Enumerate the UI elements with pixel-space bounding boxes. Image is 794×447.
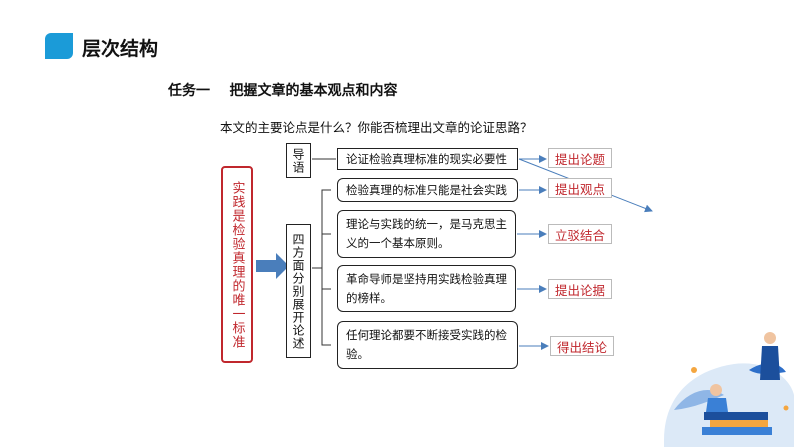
decor-book — [702, 427, 772, 435]
role-tag: 提出观点 — [548, 178, 612, 198]
node-text: 任何理论都要不断接受实践的检验。 — [346, 328, 507, 361]
node-text: 论证检验真理标准的现实必要性 — [346, 151, 507, 166]
decor-book — [704, 412, 768, 420]
intro-box: 导语 — [286, 143, 311, 178]
aspects-box: 四方面分别展开论述 — [286, 224, 311, 358]
section-icon — [45, 33, 73, 59]
node-text: 理论与实践的统一，是马克思主义的一个基本原则。 — [346, 217, 507, 250]
task-title: 任务一 把握文章的基本观点和内容 — [168, 83, 398, 99]
argument-node: 检验真理的标准只能是社会实践 — [337, 178, 518, 202]
decorative-illustration — [664, 332, 794, 447]
role-tag: 立驳结合 — [548, 224, 612, 244]
main-flow-arrow — [256, 253, 289, 279]
decor-leaf — [674, 390, 724, 410]
role-tag: 提出论据 — [548, 279, 612, 299]
decor-book — [710, 420, 768, 427]
decor-person-head — [764, 332, 776, 344]
decor-person-body — [706, 398, 728, 412]
decor-person-head — [710, 384, 722, 396]
argument-node: 论证检验真理标准的现实必要性 — [337, 148, 518, 170]
main-claim-text: 实践是检验真理的唯一标准 — [229, 180, 245, 349]
question-text: 本文的主要论点是什么？你能否梳理出文章的论证思路？ — [220, 120, 533, 135]
intro-label: 导语 — [291, 147, 305, 174]
aspects-bracket — [312, 189, 331, 346]
decor-dot — [691, 367, 697, 373]
argument-node: 理论与实践的统一，是马克思主义的一个基本原则。 — [337, 210, 516, 258]
role-tag: 提出论题 — [548, 148, 612, 168]
decor-dot — [783, 405, 789, 411]
main-claim-box: 实践是检验真理的唯一标准 — [221, 166, 253, 363]
aspects-label: 四方面分别展开论述 — [291, 232, 305, 350]
node-text: 检验真理的标准只能是社会实践 — [346, 182, 507, 197]
node-text: 革命导师是坚持用实践检验真理的榜样。 — [346, 271, 507, 305]
argument-node: 任何理论都要不断接受实践的检验。 — [337, 321, 518, 369]
role-tag: 得出结论 — [550, 336, 614, 356]
decor-person-body — [760, 346, 780, 380]
argument-node: 革命导师是坚持用实践检验真理的榜样。 — [337, 265, 516, 312]
section-title: 层次结构 — [82, 38, 159, 60]
